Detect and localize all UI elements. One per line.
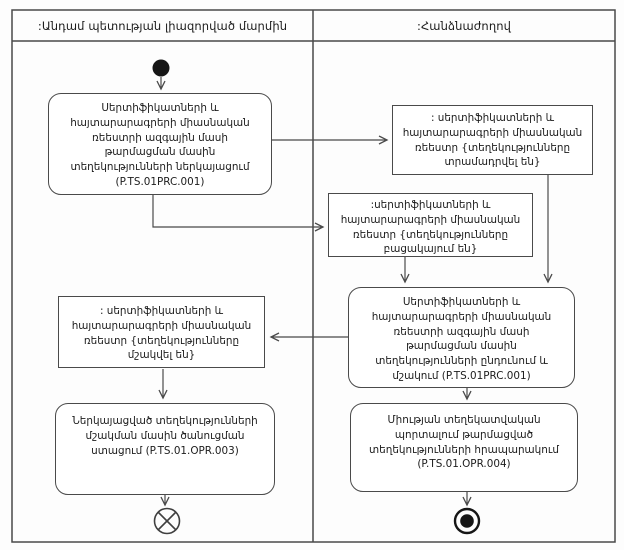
activity-node-receive-notification: Ներկայացված տեղեկությունների մշակման մաս… (55, 403, 275, 495)
edge-submit-missing (152, 195, 323, 227)
lane-title: :Անդամ պետության լիազորված մարմին (37, 18, 288, 33)
activity-final-node (453, 507, 481, 535)
lane-title: :Հանձնաժողով (416, 18, 511, 33)
object-node-registry-information-processed: : սերտիֆիկատների և հայտարարագրերի միասնա… (58, 296, 265, 368)
activity-node-publish-updated-information: Միության տեղեկատվական պորտալում թարմացվա… (350, 403, 578, 492)
object-node-registry-information-provided: : սերտիֆիկատների և հայտարարագրերի միասնա… (392, 105, 593, 175)
activity-node-receive-process-information: Սերտիֆիկատների և հայտարարագրերի միասնակա… (348, 287, 575, 388)
activity-node-submit-information: Սերտիֆիկատների և հայտարարագրերի միասնակա… (48, 93, 272, 195)
start-node (152, 59, 170, 77)
lane-header-authorized-body: :Անդամ պետության լիազորված մարմին (12, 10, 313, 41)
object-node-registry-information-missing: :սերտիֆիկատների և հայտարարագրերի միասնակ… (328, 193, 533, 257)
lane-header-commission: :Հանձնաժողով (313, 10, 615, 41)
flow-final-node (153, 507, 181, 535)
